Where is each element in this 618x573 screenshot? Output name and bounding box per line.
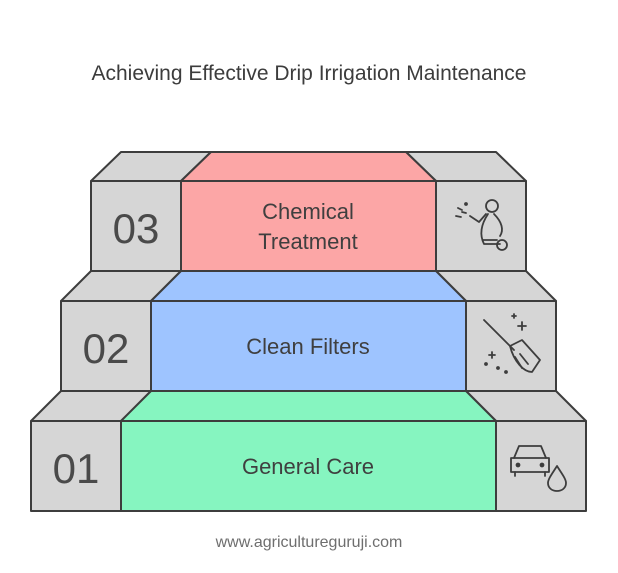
step-01-number: 01 — [53, 445, 100, 492]
step-02 — [60, 270, 557, 392]
step-01-label: General Care — [242, 454, 374, 479]
step-02-center-top — [150, 270, 467, 302]
step-03 — [90, 151, 527, 272]
footer-url: www.agricultureguruji.com — [215, 534, 403, 551]
step-02-number: 02 — [83, 325, 130, 372]
step-03-center-top — [180, 151, 437, 182]
step-03-label-line-2: Treatment — [258, 229, 357, 254]
broom-sparkle-icon — [483, 313, 541, 374]
step-01 — [30, 390, 587, 512]
diagram-title: Achieving Effective Drip Irrigation Main… — [91, 62, 527, 85]
step-03-center-block — [180, 180, 437, 272]
step-03-label-line-1: Chemical — [262, 199, 354, 224]
step-03-number: 03 — [113, 205, 160, 252]
step-03-right-block — [435, 180, 527, 272]
step-01-center-top — [120, 390, 497, 422]
step-01-center-block — [120, 420, 497, 512]
person-spraying-icon — [455, 199, 508, 251]
step-02-label: Clean Filters — [246, 334, 369, 359]
car-water-drop-icon — [510, 445, 567, 492]
